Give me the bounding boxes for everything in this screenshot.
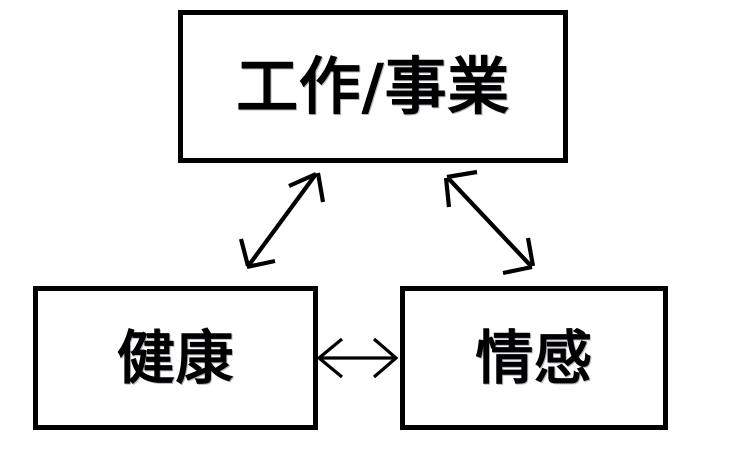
- node-health[interactable]: 健康: [33, 286, 318, 430]
- node-work-label: 工作/事業: [236, 49, 510, 123]
- node-health-label: 健康: [116, 324, 235, 392]
- node-emotion-label: 情感: [475, 324, 593, 392]
- node-emotion[interactable]: 情感: [400, 286, 668, 430]
- node-work[interactable]: 工作/事業: [178, 10, 568, 163]
- connector-work-emotion: [443, 169, 536, 276]
- connector-health-emotion: [316, 337, 399, 379]
- connector-work-health: [238, 172, 326, 270]
